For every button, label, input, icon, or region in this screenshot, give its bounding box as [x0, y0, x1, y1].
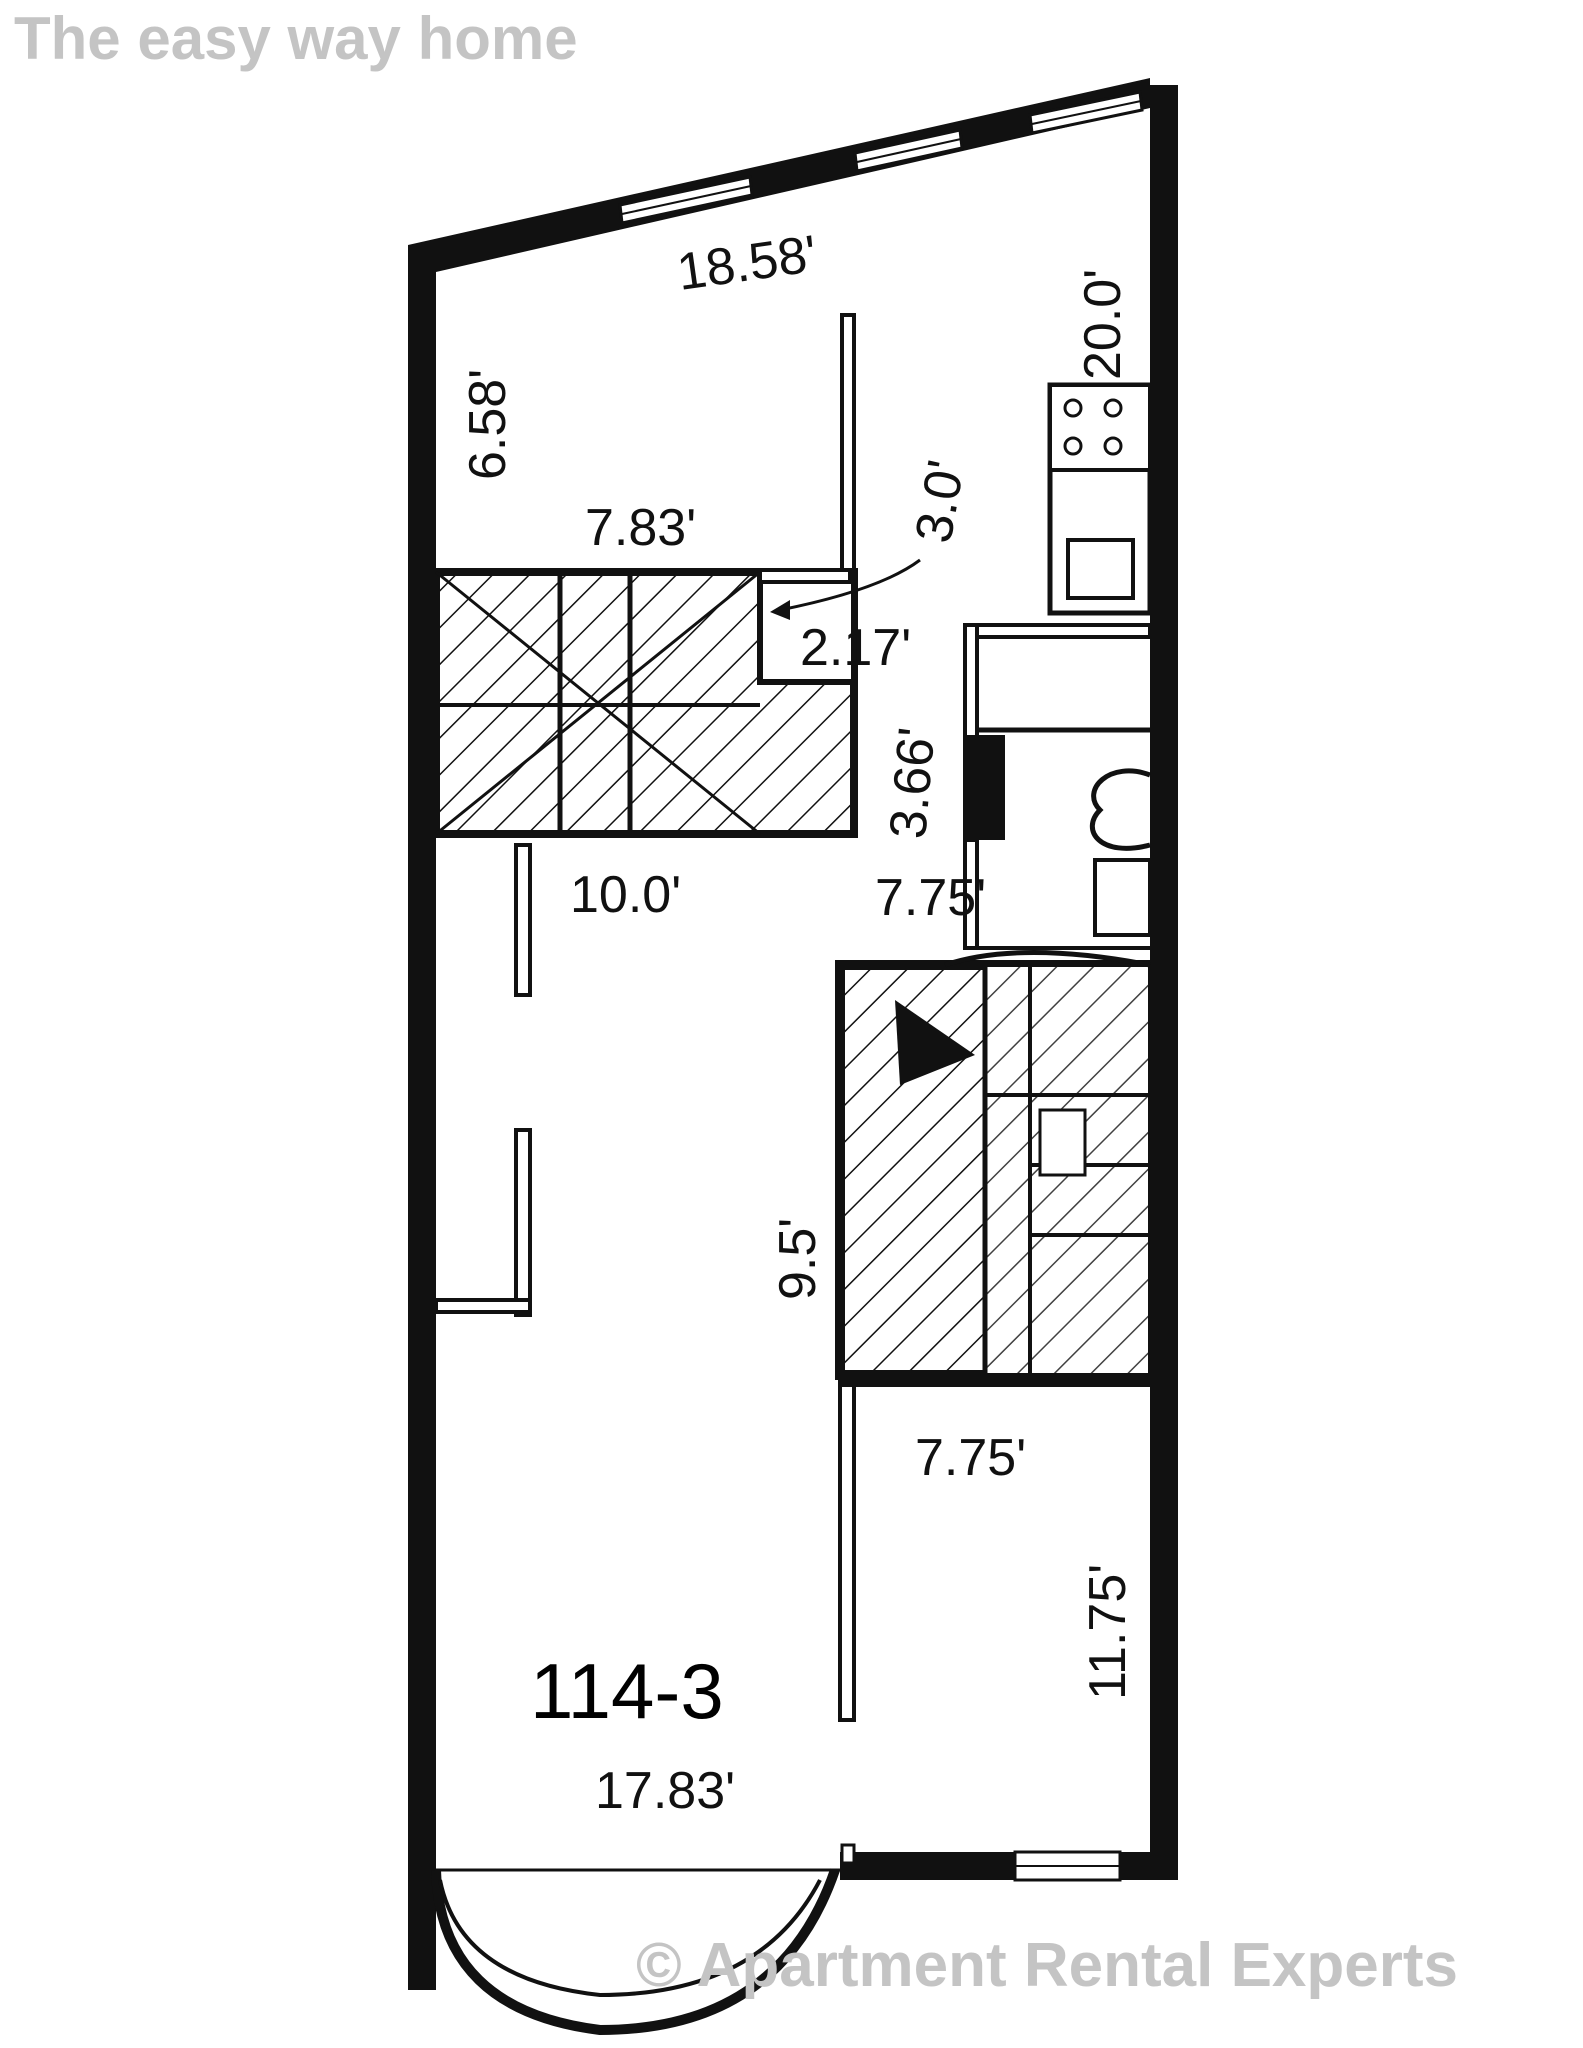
lower-stair — [835, 950, 1155, 1380]
dim-top-width: 18.58' — [674, 225, 821, 302]
outer-walls — [408, 78, 1178, 2036]
watermark-top: The easy way home — [14, 5, 578, 72]
kitchen — [1047, 382, 1153, 616]
dim-bottom-width: 17.83' — [595, 1762, 735, 1820]
dim-bedroom-height: 11.75' — [1079, 1564, 1137, 1700]
dim-closet-width: 2.17' — [800, 619, 911, 677]
living-partitions — [434, 843, 532, 1317]
dim-stair-height: 9.5' — [769, 1218, 827, 1300]
bedroom-walls — [838, 1373, 1150, 1865]
interior-walls-top — [758, 313, 1152, 950]
upper-stair — [432, 568, 858, 838]
bottom-right-window — [1013, 1850, 1122, 1882]
dim-room-width: 7.83' — [585, 499, 696, 557]
dim-bedroom-width: 7.75' — [915, 1429, 1026, 1487]
dim-hall-width: 7.75' — [875, 869, 986, 927]
top-windows — [618, 90, 1144, 225]
dim-closet-height: 3.0' — [905, 456, 976, 547]
closet-pointer — [770, 558, 921, 620]
dim-living-top: 10.0' — [570, 866, 681, 924]
dim-right-height: 20.0' — [1074, 269, 1132, 380]
watermark-bottom: © Apartment Rental Experts — [636, 1931, 1459, 2000]
bathroom — [1089, 768, 1152, 937]
dim-left-height: 6.58' — [459, 369, 517, 480]
dim-hall-height: 3.66' — [879, 725, 946, 841]
unit-label: 114-3 — [530, 1647, 724, 1735]
